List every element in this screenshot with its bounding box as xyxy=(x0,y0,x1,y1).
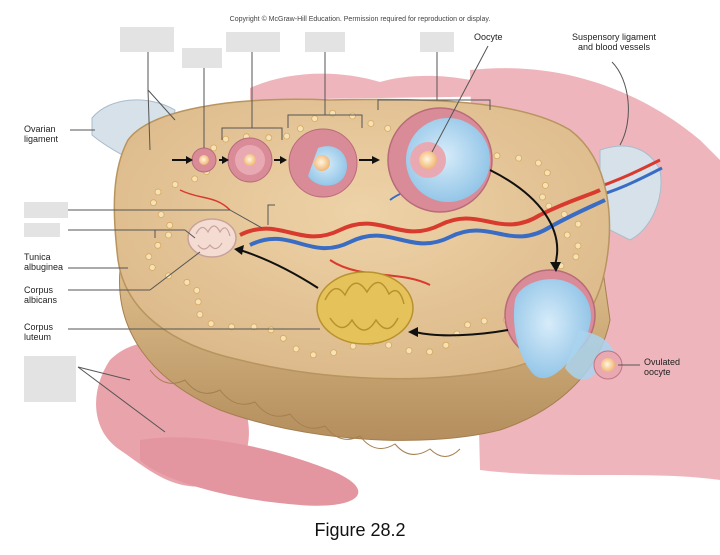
primordial-follicle-dot xyxy=(481,318,487,324)
corpus-luteum xyxy=(317,272,413,344)
primordial-follicle-dot xyxy=(195,299,201,305)
label-ovulated-line1: Ovulated xyxy=(644,357,680,367)
primordial-follicle-dot xyxy=(312,116,318,122)
primordial-follicle-dot xyxy=(155,189,161,195)
primordial-follicle-dot xyxy=(172,182,178,188)
primordial-follicle-dot xyxy=(297,126,303,132)
primordial-follicle-dot xyxy=(284,133,290,139)
primordial-follicle-dot xyxy=(494,153,500,159)
primordial-follicle-dot xyxy=(540,194,546,200)
primordial-follicle-dot xyxy=(406,348,412,354)
primordial-follicle-dot xyxy=(208,321,214,327)
label-ovarian-ligament: Ovarian ligament xyxy=(24,124,58,144)
label-corpus-albicans: Corpus albicans xyxy=(24,285,57,305)
primordial-follicle-dot xyxy=(166,232,172,238)
blank-label-box-1 xyxy=(120,27,174,52)
label-luteum-line2: luteum xyxy=(24,332,53,342)
primordial-follicle-dot xyxy=(535,160,541,166)
fimbriae-tissue-lower xyxy=(140,437,358,505)
primordial-follicle-dot xyxy=(465,322,471,328)
blank-label-box-3 xyxy=(226,32,280,52)
primordial-follicle-dot xyxy=(386,342,392,348)
primordial-follicle-dot xyxy=(268,327,274,333)
label-ovulated-line2: oocyte xyxy=(644,367,680,377)
label-tunica-line2: albuginea xyxy=(24,262,63,272)
primordial-follicle-dot xyxy=(368,121,374,127)
primordial-follicle-dot xyxy=(564,232,570,238)
primordial-follicle-dot xyxy=(427,349,433,355)
primordial-follicle-dot xyxy=(151,200,157,206)
primordial-follicle-dot xyxy=(266,135,272,141)
primordial-follicle-dot xyxy=(211,145,217,151)
label-oocyte: Oocyte xyxy=(474,32,503,42)
label-corpus-luteum: Corpus luteum xyxy=(24,322,53,342)
primordial-follicle-dot xyxy=(280,335,286,341)
primordial-follicle-dot xyxy=(542,182,548,188)
primordial-follicle-dot xyxy=(194,287,200,293)
blank-label-box-5 xyxy=(420,32,454,52)
primordial-follicle-dot xyxy=(544,170,550,176)
primary-follicle-oocyte xyxy=(199,155,209,165)
label-suspensory-line1: Suspensory ligament xyxy=(572,32,656,42)
primordial-follicle-dot xyxy=(293,346,299,352)
primordial-follicle-dot xyxy=(331,350,337,356)
primordial-follicle-dot xyxy=(350,113,356,119)
early-antral-oocyte xyxy=(314,155,330,171)
label-tunica-albuginea: Tunica albuginea xyxy=(24,252,63,272)
blank-label-box-6 xyxy=(24,202,68,218)
primordial-follicle-dot xyxy=(184,279,190,285)
label-suspensory-line2: and blood vessels xyxy=(572,42,656,52)
blank-label-box-4 xyxy=(305,32,345,52)
copyright-notice: Copyright © McGraw-Hill Education. Permi… xyxy=(0,16,720,23)
primordial-follicle-dot xyxy=(197,312,203,318)
primordial-follicle-dot xyxy=(443,342,449,348)
label-ovarian-line1: Ovarian xyxy=(24,124,58,134)
figure-caption: Figure 28.2 xyxy=(0,520,720,541)
primordial-follicle-dot xyxy=(158,212,164,218)
primordial-follicle-dot xyxy=(575,221,581,227)
label-tunica-line1: Tunica xyxy=(24,252,63,262)
primordial-follicle-dot xyxy=(516,155,522,161)
primordial-follicle-dot xyxy=(310,352,316,358)
primordial-follicle-dot xyxy=(573,254,579,260)
primordial-follicle-dot xyxy=(385,125,391,131)
primordial-follicle-dot xyxy=(575,243,581,249)
primordial-follicle-dot xyxy=(146,254,152,260)
label-albicans-line2: albicans xyxy=(24,295,57,305)
mature-follicle-oocyte xyxy=(419,151,437,169)
label-suspensory-ligament: Suspensory ligament and blood vessels xyxy=(572,32,656,52)
blank-label-box-8 xyxy=(24,356,76,402)
label-ovarian-line2: ligament xyxy=(24,134,58,144)
blank-label-box-7 xyxy=(24,223,60,237)
secondary-follicle-oocyte xyxy=(244,154,256,166)
primordial-follicle-dot xyxy=(155,242,161,248)
corpus-albicans xyxy=(188,219,236,257)
primordial-follicle-dot xyxy=(192,176,198,182)
primordial-follicle-dot xyxy=(167,222,173,228)
label-albicans-line1: Corpus xyxy=(24,285,57,295)
label-luteum-line1: Corpus xyxy=(24,322,53,332)
primordial-follicle-dot xyxy=(223,136,229,142)
ovulated-oocyte-cell xyxy=(601,358,615,372)
label-ovulated-oocyte: Ovulated oocyte xyxy=(644,357,680,377)
primordial-follicle-dot xyxy=(149,265,155,271)
blank-label-box-2 xyxy=(182,48,222,68)
